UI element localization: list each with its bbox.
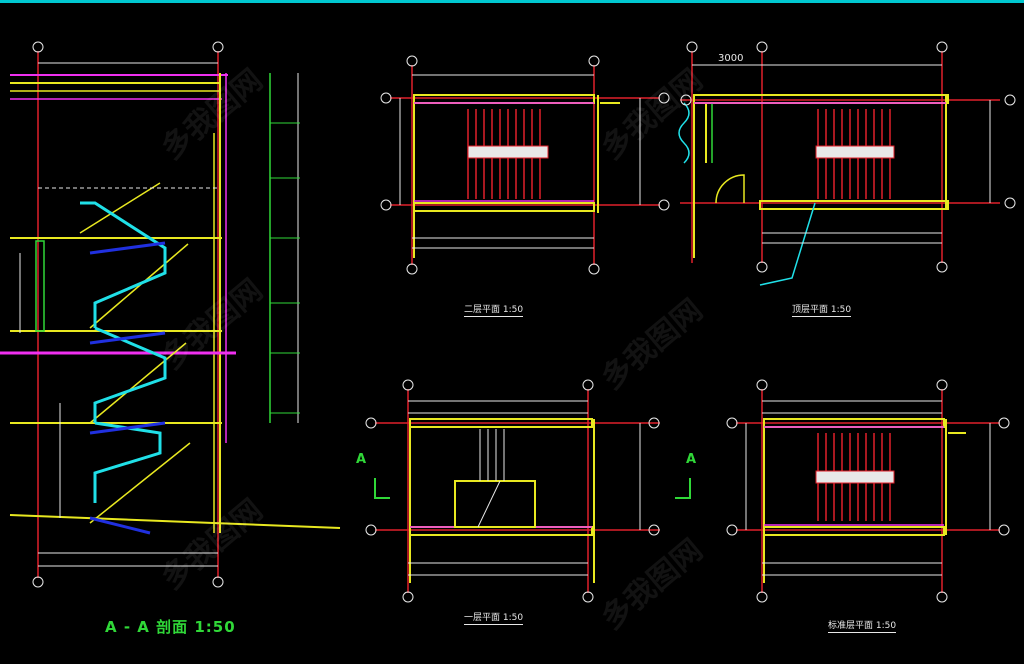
stair-underside (89, 241, 166, 255)
stair-flight (89, 442, 191, 524)
plan-2nd-floor (380, 55, 670, 275)
stair-well (467, 145, 549, 159)
axis-bubble (756, 261, 768, 273)
plan-2-title: 二层平面 1:50 (464, 302, 523, 317)
axis-bubble (936, 41, 948, 53)
axis-bubble (32, 576, 44, 588)
section-cut-marker (675, 478, 691, 499)
axis-bubble (365, 417, 377, 429)
stair-underside (89, 421, 166, 435)
section-marker-right: A (686, 452, 697, 467)
wall (413, 94, 595, 104)
axis-bubble (582, 591, 594, 603)
stair-well (815, 470, 895, 484)
railing (80, 201, 167, 328)
axis-bubble (588, 55, 600, 67)
axis-bubble (686, 41, 698, 53)
axis-bubble (936, 261, 948, 273)
stair-well (815, 145, 895, 159)
axis-bubble (756, 591, 768, 603)
stair-landing (454, 480, 536, 528)
leader-line (759, 202, 816, 286)
axis-bubble (756, 41, 768, 53)
axis-bubble (32, 41, 44, 53)
railing (93, 421, 162, 503)
break-line (678, 102, 690, 164)
axis-bubble (588, 263, 600, 275)
stair-break (477, 480, 501, 528)
axis-bubble (402, 591, 414, 603)
axis-bubble (936, 379, 948, 391)
wall (409, 526, 593, 536)
railing (93, 326, 167, 423)
axis-bubble (212, 576, 224, 588)
axis-bubble (726, 417, 738, 429)
wall (759, 200, 949, 210)
axis-bubble (998, 524, 1010, 536)
wall (763, 526, 945, 536)
wall (693, 94, 949, 104)
plan-top-title: 顶层平面 1:50 (792, 302, 851, 317)
stair-underside (89, 331, 166, 345)
axis-bubble (658, 199, 670, 211)
plan-std-title: 标准层平面 1:50 (828, 618, 896, 633)
section-cut-marker (374, 478, 390, 499)
axis-bubble (648, 417, 660, 429)
axis-bubble (406, 55, 418, 67)
axis-bubble (726, 524, 738, 536)
axis-bubble (998, 417, 1010, 429)
cad-drawing (0, 41, 1016, 603)
stair-lines (479, 429, 505, 481)
wall (413, 202, 595, 212)
section-marker-left: A (356, 452, 367, 467)
stair-flight (89, 243, 189, 329)
section-title: A - A 剖面 1:50 (105, 618, 236, 636)
axis-bubble (365, 524, 377, 536)
plan-top-floor (678, 41, 1016, 286)
axis-bubble (648, 524, 660, 536)
stair-flight (79, 182, 161, 234)
axis-bubble (658, 92, 670, 104)
axis-bubble (380, 92, 392, 104)
axis-bubble (756, 379, 768, 391)
plan-1st-floor (365, 379, 691, 603)
axis-bubble (402, 379, 414, 391)
axis-bubble (582, 379, 594, 391)
axis-bubble (1004, 94, 1016, 106)
axis-bubble (212, 41, 224, 53)
dimension-3000: 3000 (718, 53, 744, 64)
axis-bubble (1004, 197, 1016, 209)
door-swing (715, 174, 745, 204)
axis-bubble (680, 94, 692, 106)
floor-line (9, 514, 341, 529)
plan-1-title: 一层平面 1:50 (464, 610, 523, 625)
axis-bubble (380, 199, 392, 211)
top-accent-bar (0, 0, 1024, 3)
plan-standard-floor (726, 379, 1010, 603)
landing-wall (35, 240, 45, 332)
stair-flight (89, 342, 187, 424)
axis-bubble (406, 263, 418, 275)
stair-underside (89, 516, 151, 535)
section-a-a (0, 41, 341, 588)
axis-bubble (936, 591, 948, 603)
